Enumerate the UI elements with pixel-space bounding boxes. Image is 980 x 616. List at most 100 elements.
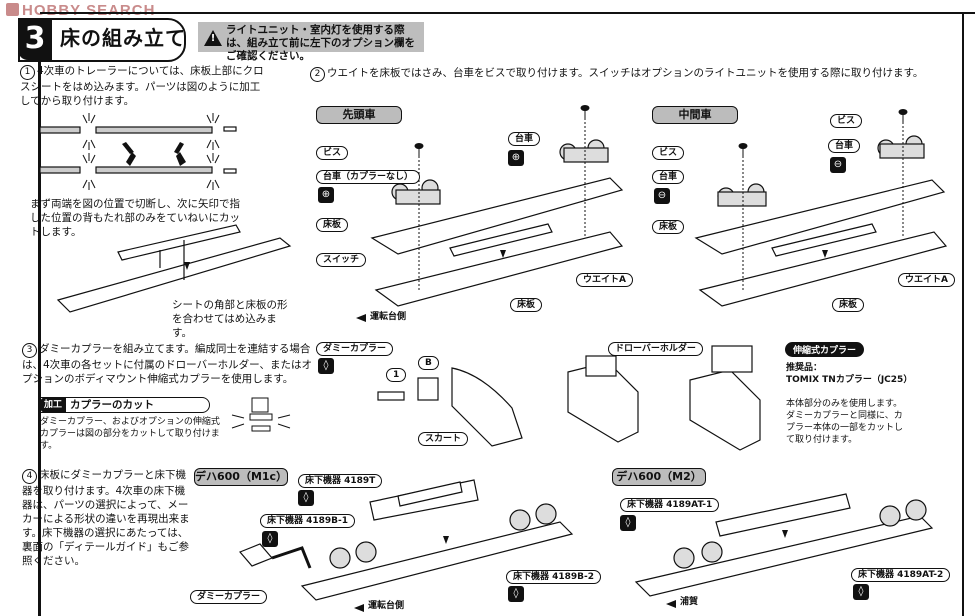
lead-car-title: 先頭車 bbox=[316, 106, 402, 124]
label-weight: ウエイトA bbox=[576, 273, 633, 287]
screwdriver-icon: ⊕ bbox=[508, 150, 524, 166]
warning-icon bbox=[204, 30, 222, 46]
label-floor-bottom: 床板 bbox=[832, 298, 865, 312]
m1c-dummy-coupler bbox=[238, 543, 312, 569]
m1c-title: デハ600（M1c） bbox=[194, 468, 288, 486]
label-skirt: スカート bbox=[418, 432, 469, 446]
step4-number: 4 bbox=[22, 469, 37, 484]
mid-car-weight bbox=[771, 223, 877, 257]
m1c-floor-assembly bbox=[300, 479, 574, 601]
frame-right-rule bbox=[962, 12, 964, 616]
label-screw: ビス bbox=[316, 146, 349, 160]
seat-strip-main-bottom bbox=[95, 166, 213, 174]
step2-number: 2 bbox=[310, 67, 325, 82]
seat-strip-right-bottom bbox=[223, 168, 237, 174]
label-screw-left: ビス bbox=[652, 146, 685, 160]
label-m1c-dummy-coupler: ダミーカプラー bbox=[190, 590, 268, 604]
label-m1c-part-top: 床下機器 4189T bbox=[298, 474, 383, 488]
mid-car-screws bbox=[738, 109, 908, 158]
step1-floor-plate bbox=[56, 224, 292, 313]
label-m1c-part-mid: 床下機器 4189B-1 bbox=[260, 514, 356, 528]
label-bogie-left: 台車 bbox=[652, 170, 685, 184]
step2-text: ウエイトを床板ではさみ、台車をビスで取り付けます。スイッチはオプションのライトユ… bbox=[327, 67, 924, 79]
glue-icon: ◊ bbox=[262, 531, 278, 547]
dummy-coupler-parts bbox=[377, 367, 523, 447]
assembly-arrows bbox=[184, 250, 828, 544]
label-floor-bottom: 床板 bbox=[510, 298, 543, 312]
label-weight: ウエイトA bbox=[898, 273, 955, 287]
label-m2-part-bottom: 床下機器 4189AT-2 bbox=[851, 568, 951, 582]
middle-car-title: 中間車 bbox=[652, 106, 738, 124]
option-title: 伸縮式カプラー bbox=[785, 342, 865, 357]
drawbar-holder-diagram bbox=[567, 355, 639, 443]
watermark-text: HOBBY SEARCH bbox=[22, 2, 156, 19]
screwdriver-icon: ⊖ bbox=[654, 188, 670, 204]
mid-car-guides bbox=[742, 126, 904, 292]
m2-title: デハ600（M2） bbox=[612, 468, 706, 486]
label-part-b: B bbox=[418, 356, 439, 370]
mid-car-bogies bbox=[717, 135, 925, 207]
label-drawbar-holder: ドローバーホルダー bbox=[608, 342, 703, 356]
direction-label: 運転台側 bbox=[370, 312, 407, 322]
recommended-label: 推奨品： bbox=[786, 363, 823, 373]
lead-car-weight bbox=[449, 223, 553, 257]
label-m1c-part-bottom: 床下機器 4189B-2 bbox=[506, 570, 602, 584]
m2-direction: 浦賀 bbox=[680, 597, 699, 607]
label-bogie: 台車 bbox=[508, 132, 541, 146]
step4-text: 床板にダミーカプラーと床下機器を取り付けます。4次車の床下機器は、パーツの選択に… bbox=[22, 469, 190, 567]
coupler-cut-diagram bbox=[231, 397, 291, 432]
label-switch: スイッチ bbox=[316, 253, 367, 267]
label-screw-right: ビス bbox=[830, 114, 863, 128]
lead-car-screws bbox=[414, 105, 590, 158]
lead-car-bogie bbox=[391, 139, 609, 205]
frame-left-rule bbox=[38, 62, 41, 616]
recommended-product: TOMIX TNカプラー（JC25） bbox=[786, 375, 913, 385]
watermark-logo: HOBBY SEARCH bbox=[6, 2, 155, 19]
seat-strip-right-top bbox=[223, 126, 237, 132]
option-note: 本体部分のみを使用します。ダミーカプラーと同様に、カプラー本体の一部をカットして… bbox=[786, 399, 904, 445]
frame-top-rule bbox=[40, 12, 975, 14]
lead-car-floor-top bbox=[370, 177, 624, 255]
label-bogie-right: 台車 bbox=[828, 139, 861, 153]
watermark-icon bbox=[6, 3, 19, 16]
warning-banner bbox=[198, 22, 424, 52]
mid-car-floor-bottom bbox=[698, 231, 948, 307]
direction-arrows bbox=[354, 314, 676, 612]
cut-marks bbox=[82, 113, 220, 190]
seat-strip-main-top bbox=[95, 126, 213, 134]
page-title: 床の組み立て bbox=[60, 26, 186, 50]
label-bogie-no-coupler: 台車（カプラーなし） bbox=[316, 170, 421, 184]
step1-text: 4次車のトレーラーについては、床板上部にクロスシートをはめ込みます。パーツは図の… bbox=[20, 65, 264, 107]
process-text: ダミーカプラー、およびオプションの伸縮式カプラーは図の部分をカットして取り付けま… bbox=[40, 417, 220, 451]
label-floor-top: 床板 bbox=[652, 220, 685, 234]
glue-icon: ◊ bbox=[508, 586, 524, 602]
cut-arrows bbox=[122, 142, 186, 166]
screwdriver-icon: ⊖ bbox=[830, 157, 846, 173]
glue-icon: ◊ bbox=[298, 490, 314, 506]
warning-text: ライトユニット・室内灯を使用する際は、組み立て前に左下のオプション欄をご確認くだ… bbox=[226, 24, 415, 62]
seat-strip-left-bottom bbox=[39, 166, 81, 174]
label-dummy-coupler: ダミーカプラー bbox=[316, 342, 394, 356]
lead-car-floor-bottom bbox=[374, 231, 624, 307]
glue-icon: ◊ bbox=[620, 515, 636, 531]
step3-text: ダミーカプラーを組み立てます。編成同士を連結する場合は、4次車の各セットに付属の… bbox=[22, 343, 312, 385]
lead-car-guides bbox=[418, 122, 586, 292]
glue-icon: ◊ bbox=[318, 358, 334, 374]
process-badge: 加工 bbox=[40, 397, 67, 413]
screwdriver-icon: ⊕ bbox=[318, 187, 334, 203]
glue-icon: ◊ bbox=[853, 584, 869, 600]
seat-strip-left-top bbox=[39, 126, 81, 134]
step3-number: 3 bbox=[22, 343, 37, 358]
telescopic-coupler-diagram bbox=[689, 345, 761, 451]
process-title: カプラーのカット bbox=[70, 399, 154, 411]
step1-cut-note: まず両端を図の位置で切断し、次に矢印で指した位置の背もたれ部のみをていねいにカッ… bbox=[30, 198, 240, 238]
mid-car-floor-top bbox=[694, 179, 946, 255]
step1-fit-note: シートの角部と床板の形を合わせてはめ込みます。 bbox=[172, 299, 288, 339]
m1c-direction: 運転台側 bbox=[368, 601, 405, 611]
warning-icon-mark: ! bbox=[210, 33, 216, 44]
label-floor-top: 床板 bbox=[316, 218, 349, 232]
step-number: 3 bbox=[18, 18, 52, 60]
